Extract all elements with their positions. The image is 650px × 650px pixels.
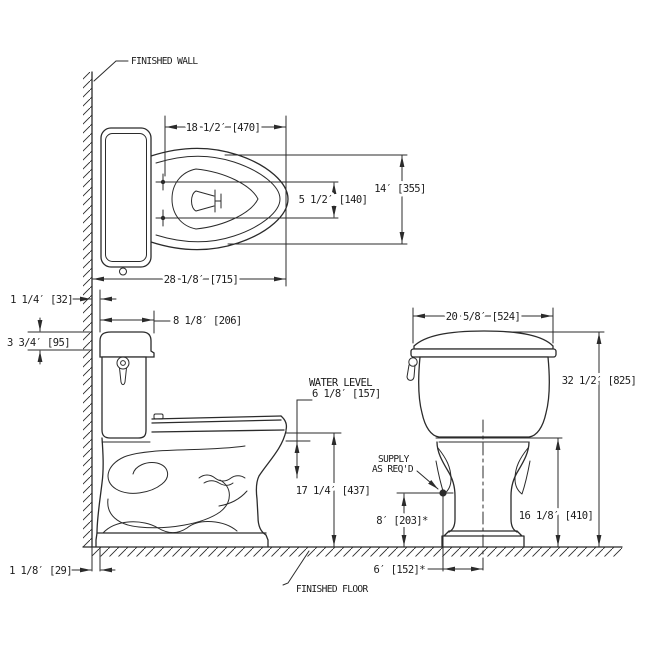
water-level-value: 6 1/8′ [157]	[312, 388, 381, 400]
dim-front-bowl-height: 16 1/8′ [410]	[516, 437, 597, 548]
side-tank-body	[101, 356, 147, 439]
dim-label-supply-height: 8′ [203]*	[376, 515, 428, 527]
finished-wall-label: FINISHED WALL	[131, 56, 198, 67]
plan-tank-inner	[105, 133, 147, 262]
supply-label-line1: SUPPLY	[378, 454, 410, 465]
dim-label-rim-height: 17 1/4′ [437]	[296, 485, 370, 497]
dim-plan-wall-to-front: 28 1/8′ [715]	[91, 271, 287, 289]
dim-plan-bolt-spacing: 5 1/2′ [140]	[168, 181, 371, 219]
dim-front-tank-width: 20 5/8′ [524]	[412, 307, 554, 344]
dim-label-wall-gap-below-floor: 1 1/8′ [29]	[9, 565, 72, 577]
dim-plan-overall-width: 14′ [355]	[224, 154, 429, 245]
front-flush-lever-mount	[408, 357, 418, 367]
front-tank-body	[418, 356, 550, 438]
dim-label-overall-height: 32 1/2′ [825]	[562, 375, 636, 387]
front-tank-lid-flange	[410, 348, 557, 358]
water-level-callout: WATER LEVEL 6 1/8′ [157]	[285, 377, 381, 479]
front-bowl-fold-right	[514, 447, 531, 495]
supply-point	[439, 489, 447, 497]
dim-label-lid-height: 3 3/4′ [95]	[7, 337, 70, 349]
front-pedestal-right	[510, 441, 530, 533]
water-level-title: WATER LEVEL	[309, 377, 372, 389]
plan-supply-hole	[119, 267, 127, 276]
finished-floor-label: FINISHED FLOOR	[296, 584, 369, 595]
side-flush-handle-hub	[120, 360, 126, 366]
side-seat-lines	[151, 415, 285, 433]
dim-label-tank-width: 20 5/8′ [524]	[446, 311, 520, 323]
side-seat-front-cap	[280, 415, 288, 431]
dim-side-rim-height: 17 1/4′ [437]	[293, 432, 374, 548]
plan-flush-valve-symbol	[191, 189, 222, 213]
wall-hatching	[83, 72, 92, 547]
dim-label-wall-to-tank: 1 1/4′ [32]	[10, 294, 73, 306]
dim-label-bolt-spacing: 5 1/2′ [140]	[299, 194, 368, 206]
dim-front-overall-height: 32 1/2′ [825]	[509, 331, 640, 548]
side-base-contour	[102, 521, 238, 534]
plan-tank-outer	[100, 127, 152, 268]
finished-floor-leader	[282, 550, 310, 586]
dim-front-supply-offset: 6′ [152]*	[374, 564, 484, 576]
side-trapway-outlet	[218, 490, 248, 507]
supply-label-line2: AS REQ'D	[372, 464, 414, 475]
front-pedestal-left	[436, 441, 456, 533]
side-flush-handle-lever	[119, 367, 127, 386]
front-bowl-deck-lines	[435, 437, 563, 443]
finished-wall-leader	[93, 60, 129, 82]
side-flush-handle-mount	[116, 356, 130, 370]
finished-floor: FINISHED FLOOR	[82, 546, 623, 595]
dim-side-tank-depth: 8 1/8′ [206]	[99, 310, 242, 334]
side-bowl-front-outline	[255, 430, 287, 536]
dim-label-bowl-height: 16 1/8′ [410]	[519, 510, 593, 522]
dim-side-lid-height: 3 3/4′ [95]	[7, 317, 91, 365]
side-trapway-lower	[107, 479, 230, 529]
side-bowl-back-outline	[96, 437, 104, 534]
dim-front-supply-height: 8′ [203]*	[373, 493, 432, 548]
side-tank-lid	[99, 331, 155, 358]
dim-label-wall-to-front: 28 1/8′ [715]	[164, 274, 238, 286]
side-water-surface	[198, 474, 246, 486]
floor-hatching	[92, 547, 622, 557]
dim-label-tank-depth: 8 1/8′ [206]	[173, 315, 242, 327]
dim-label-bolts-to-front: 18 1/2′ [470]	[186, 122, 260, 134]
dim-side-wall-gap-below-floor: 1 1/8′ [29]	[9, 565, 116, 577]
side-base-plinth	[95, 532, 269, 548]
side-trapway-upper	[107, 445, 246, 494]
dim-plan-bolts-to-front: 18 1/2′ [470]	[164, 115, 287, 287]
side-view	[95, 331, 288, 548]
front-view	[406, 330, 563, 573]
plan-view	[100, 127, 289, 276]
finished-wall: FINISHED WALL	[83, 56, 199, 572]
plan-bowl-opening	[171, 168, 259, 230]
front-flush-lever	[406, 364, 416, 381]
front-tank-lid-top	[413, 330, 554, 350]
supply-callout: SUPPLY AS REQ'D	[372, 454, 454, 572]
dim-label-supply-offset: 6′ [152]*	[374, 564, 426, 576]
dim-label-overall-width: 14′ [355]	[374, 183, 426, 195]
dim-side-wall-to-tank: 1 1/4′ [32]	[10, 289, 117, 333]
plan-bowl-rim	[155, 155, 281, 243]
plan-bolt-marks	[155, 173, 171, 227]
